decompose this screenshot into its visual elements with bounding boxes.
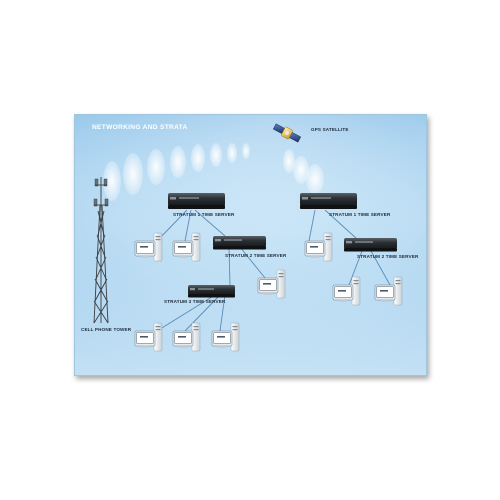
signal-wave [170,146,186,178]
signal-wave [147,149,165,185]
desktop-computer-icon [134,232,163,262]
diagram-panel: NETWORKING AND STRATA GPS SATELLITE CELL… [74,114,427,376]
stratum2-left-label: STRATUM 2 TIME SERVER [225,253,287,258]
signal-wave [306,164,324,194]
cell-phone-tower-icon [93,177,109,324]
signal-wave [191,144,205,172]
stratum1-right-server [300,193,357,209]
stratum2-left-server [213,236,266,250]
signal-wave [103,161,121,201]
stratum3-server [188,285,235,298]
signal-waves [103,143,324,201]
network-diagram [93,123,403,352]
desktop-computer-icon [332,276,361,306]
stratum3-label: STRATUM 3 TIME SERVER [164,299,226,304]
signal-wave [123,153,143,195]
desktop-computer-icon [257,269,286,299]
signal-wave [242,143,250,159]
stratum2-right-label: STRATUM 2 TIME SERVER [357,254,419,259]
stratum1-right-label: STRATUM 1 TIME SERVER [329,212,391,217]
signal-wave [210,143,222,167]
desktop-computer-icon [211,322,240,352]
desktop-computer-icon [374,276,403,306]
desktop-computer-icon [134,322,163,352]
stratum2-right-server [344,238,397,252]
signal-wave [283,149,295,173]
signal-wave [227,143,237,163]
diagram-title: NETWORKING AND STRATA [92,124,188,131]
stratum1-left-label: STRATUM 1 TIME SERVER [173,212,235,217]
signal-wave [293,156,309,184]
desktop-computer-icon [172,232,201,262]
gps-satellite-icon [272,123,302,143]
desktop-computer-icon [304,232,333,262]
gps-satellite-label: GPS SATELLITE [311,127,349,132]
stratum1-left-server [168,193,225,209]
network-links [156,209,391,332]
cell-phone-tower-label: CELL PHONE TOWER [81,327,132,332]
desktop-computer-icon [172,322,201,352]
